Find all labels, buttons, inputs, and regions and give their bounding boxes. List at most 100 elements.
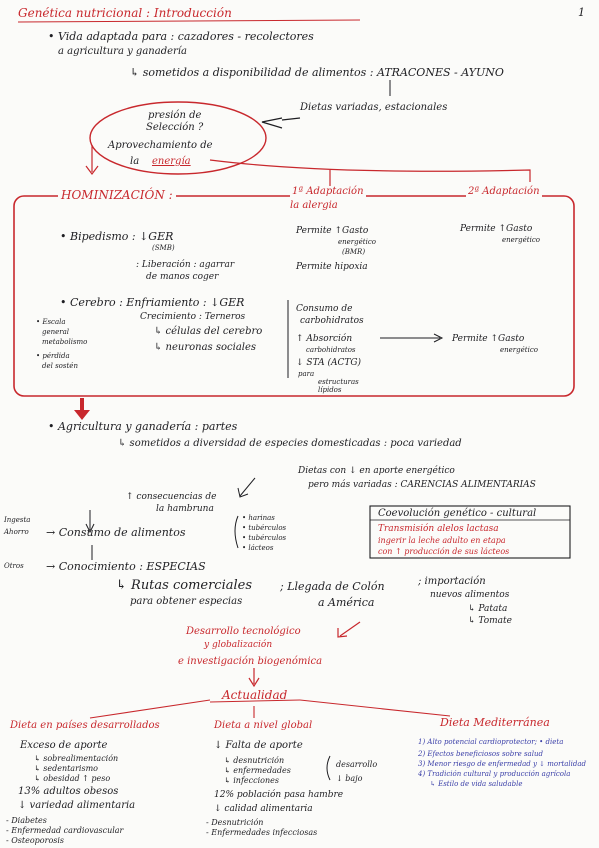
text-sta: ↓ STA (ACTG): [296, 358, 362, 368]
oval-line-1: presión de: [148, 110, 202, 121]
consumo-item-3: • tubérculos: [242, 534, 287, 542]
col-c-item-3: 3) Menor riesgo de enfermedad y ↓ mortal…: [418, 760, 587, 768]
text-permite-gasto-3: Permite ↑Gasto: [452, 334, 525, 344]
text-sta-para: para: [298, 370, 315, 378]
coevolution-title: Coevolución genético - cultural: [378, 508, 537, 519]
col-a-sobrealimentacion: ↳ sobrealimentación: [34, 754, 119, 763]
text-dietas-aporte: Dietas con ↓ en aporte energético: [298, 466, 455, 476]
consumo-item-2: • tubérculos: [242, 524, 287, 532]
note-sosten: del sostén: [42, 362, 78, 370]
first-adaptation-sub: la alergia: [290, 200, 338, 211]
col-b-enfermedades: ↳ enfermedades: [224, 766, 291, 775]
col-a-diabetes: - Diabetes: [6, 816, 47, 825]
col-c-item-2: 2) Efectos beneficiosos sobre salud: [418, 750, 543, 758]
text-celulas-cerebro: ↳ células del cerebro: [154, 326, 263, 337]
col-b-side-bajo: ↓ bajo: [336, 774, 363, 783]
col-c-item-5: ↳ Estilo de vida saludable: [430, 780, 523, 788]
col-a-cardiovascular: - Enfermedad cardiovascular: [6, 826, 124, 835]
text-bipedismo: • Bipedismo : ↓GER: [60, 230, 174, 243]
text-permite-energetico-1: energético: [338, 238, 376, 246]
text-sta-estructuras: estructuras: [318, 378, 359, 386]
text-consecuencias: ↑ consecuencias de: [126, 492, 217, 502]
oval-line-4a: la: [130, 156, 140, 167]
consumo-item-4: • lácteos: [242, 544, 274, 552]
coevolution-box: [369, 505, 571, 559]
col-b-title: Dieta a nivel global: [214, 720, 313, 731]
side-otros: Otros: [4, 562, 24, 570]
text-permite-energetico-2: energético: [502, 236, 540, 244]
text-carencias: pero más variadas : CARENCIAS ALIMENTARI…: [308, 480, 536, 490]
col-c-item-4: 4) Tradición cultural y producción agríc…: [418, 770, 571, 778]
hominization-heading: HOMINIZACIÓN :: [58, 188, 176, 202]
text-vida-adaptada: • Vida adaptada para : cazadores - recol…: [48, 30, 314, 43]
col-b-12pct: 12% población pasa hambre: [214, 790, 344, 800]
coevolution-line-1: Transmisión alelos lactasa: [378, 524, 499, 534]
col-a-exceso: Exceso de aporte: [20, 740, 108, 751]
text-investigacion: e investigación biogenómica: [178, 656, 323, 667]
note-general: general: [42, 328, 70, 336]
note-perdida: • pérdida: [36, 352, 70, 360]
col-c-item-1: 1) Alto potencial cardioprotector; • die…: [418, 738, 564, 746]
text-permite-gasto-1: Permite ↑Gasto: [296, 226, 369, 236]
oval-line-2: Selección ?: [146, 122, 204, 133]
text-dietas-variadas: Dietas variadas, estacionales: [300, 102, 448, 113]
text-sometidos-diversidad: ↳ sometidos a diversidad de especies dom…: [118, 438, 462, 449]
page-title: Genética nutricional : Introducción: [18, 6, 232, 20]
text-sta-lipidos: lípidos: [318, 386, 342, 394]
col-a-obesidad: ↳ obesidad ↑ peso: [34, 774, 111, 783]
text-rutas-comerciales: ↳ Rutas comerciales: [116, 578, 253, 593]
col-a-sedentarismo: ↳ sedentarismo: [34, 764, 98, 773]
coevolution-line-3: con ↑ producción de sus lácteos: [378, 547, 510, 556]
text-cerebro: • Cerebro : Enfriamiento : ↓GER: [60, 296, 245, 309]
oval-line-3: Aprovechamiento de: [108, 140, 213, 151]
text-permite-energetico-3: energético: [500, 346, 538, 354]
text-actualidad: Actualidad: [222, 688, 288, 702]
oval-energia: energía: [152, 156, 191, 167]
text-hambruna: la hambruna: [156, 504, 214, 514]
col-c-title: Dieta Mediterránea: [440, 716, 550, 729]
text-america: a América: [318, 596, 375, 609]
text-liberacion-2: de manos coger: [146, 272, 219, 282]
col-a-variedad: ↓ variedad alimentaria: [18, 800, 136, 811]
text-desarrollo-tecnologico: Desarrollo tecnológico: [186, 626, 301, 637]
consumo-item-1: • harinas: [242, 514, 275, 522]
text-conocimiento-especias: → Conocimiento : ESPECIAS: [46, 560, 206, 573]
first-adaptation-heading: 1ª Adaptación: [290, 186, 366, 197]
text-consumo-1: Consumo de: [296, 304, 353, 314]
text-patata: ↳ Patata: [468, 604, 508, 614]
col-b-side-desarrollo: desarrollo: [336, 760, 378, 769]
col-a-osteoporosis: - Osteoporosis: [6, 836, 65, 845]
page-number: 1: [578, 6, 585, 19]
text-neuronas: ↳ neuronas sociales: [154, 342, 257, 353]
text-agricultura-ganaderia: • Agricultura y ganadería : partes: [48, 420, 238, 433]
col-a-title: Dieta en países desarrollados: [10, 720, 160, 731]
col-b-desnutricion-2: - Desnutrición: [206, 818, 264, 827]
text-permite-hipoxia: Permite hipoxia: [296, 262, 368, 272]
text-importacion: ; importación: [418, 576, 486, 587]
col-b-infecciones: ↳ infecciones: [224, 776, 279, 785]
second-adaptation-heading: 2ª Adaptación: [466, 186, 542, 197]
note-escala: • Escala: [36, 318, 66, 326]
text-agricultura: a agricultura y ganadería: [58, 46, 187, 57]
text-liberacion-1: : Liberación : agarrar: [136, 260, 235, 270]
col-b-falta: ↓ Falta de aporte: [214, 740, 303, 751]
text-absorcion-2: carbohidratos: [306, 346, 356, 354]
col-b-desnutricion: ↳ desnutrición: [224, 756, 285, 765]
coevolution-line-2: ingerir la leche adulto en etapa: [378, 536, 506, 545]
text-permite-bmr: (BMR): [342, 248, 366, 256]
text-tomate: ↳ Tomate: [468, 616, 512, 626]
text-rutas-especias: para obtener especias: [130, 596, 243, 607]
text-sometidos-disponibilidad: ↳ sometidos a disponibilidad de alimento…: [130, 66, 504, 79]
text-absorcion-1: ↑ Absorción: [296, 334, 353, 344]
text-crecimiento: Crecimiento : Terneros: [140, 312, 246, 322]
text-consumo-alimentos: → Consumo de alimentos: [46, 526, 186, 539]
col-b-calidad: ↓ calidad alimentaria: [214, 804, 313, 814]
text-permite-gasto-2: Permite ↑Gasto: [460, 224, 533, 234]
col-b-infecciosas: - Enfermedades infecciosas: [206, 828, 318, 837]
down-arrow-icon: [74, 398, 90, 420]
note-metabolismo: metabolismo: [42, 338, 88, 346]
side-ingesta: Ingesta: [4, 516, 31, 524]
col-a-13pct: 13% adultos obesos: [18, 786, 119, 797]
selection-oval: [89, 101, 267, 175]
text-globalizacion: y globalización: [204, 640, 273, 650]
